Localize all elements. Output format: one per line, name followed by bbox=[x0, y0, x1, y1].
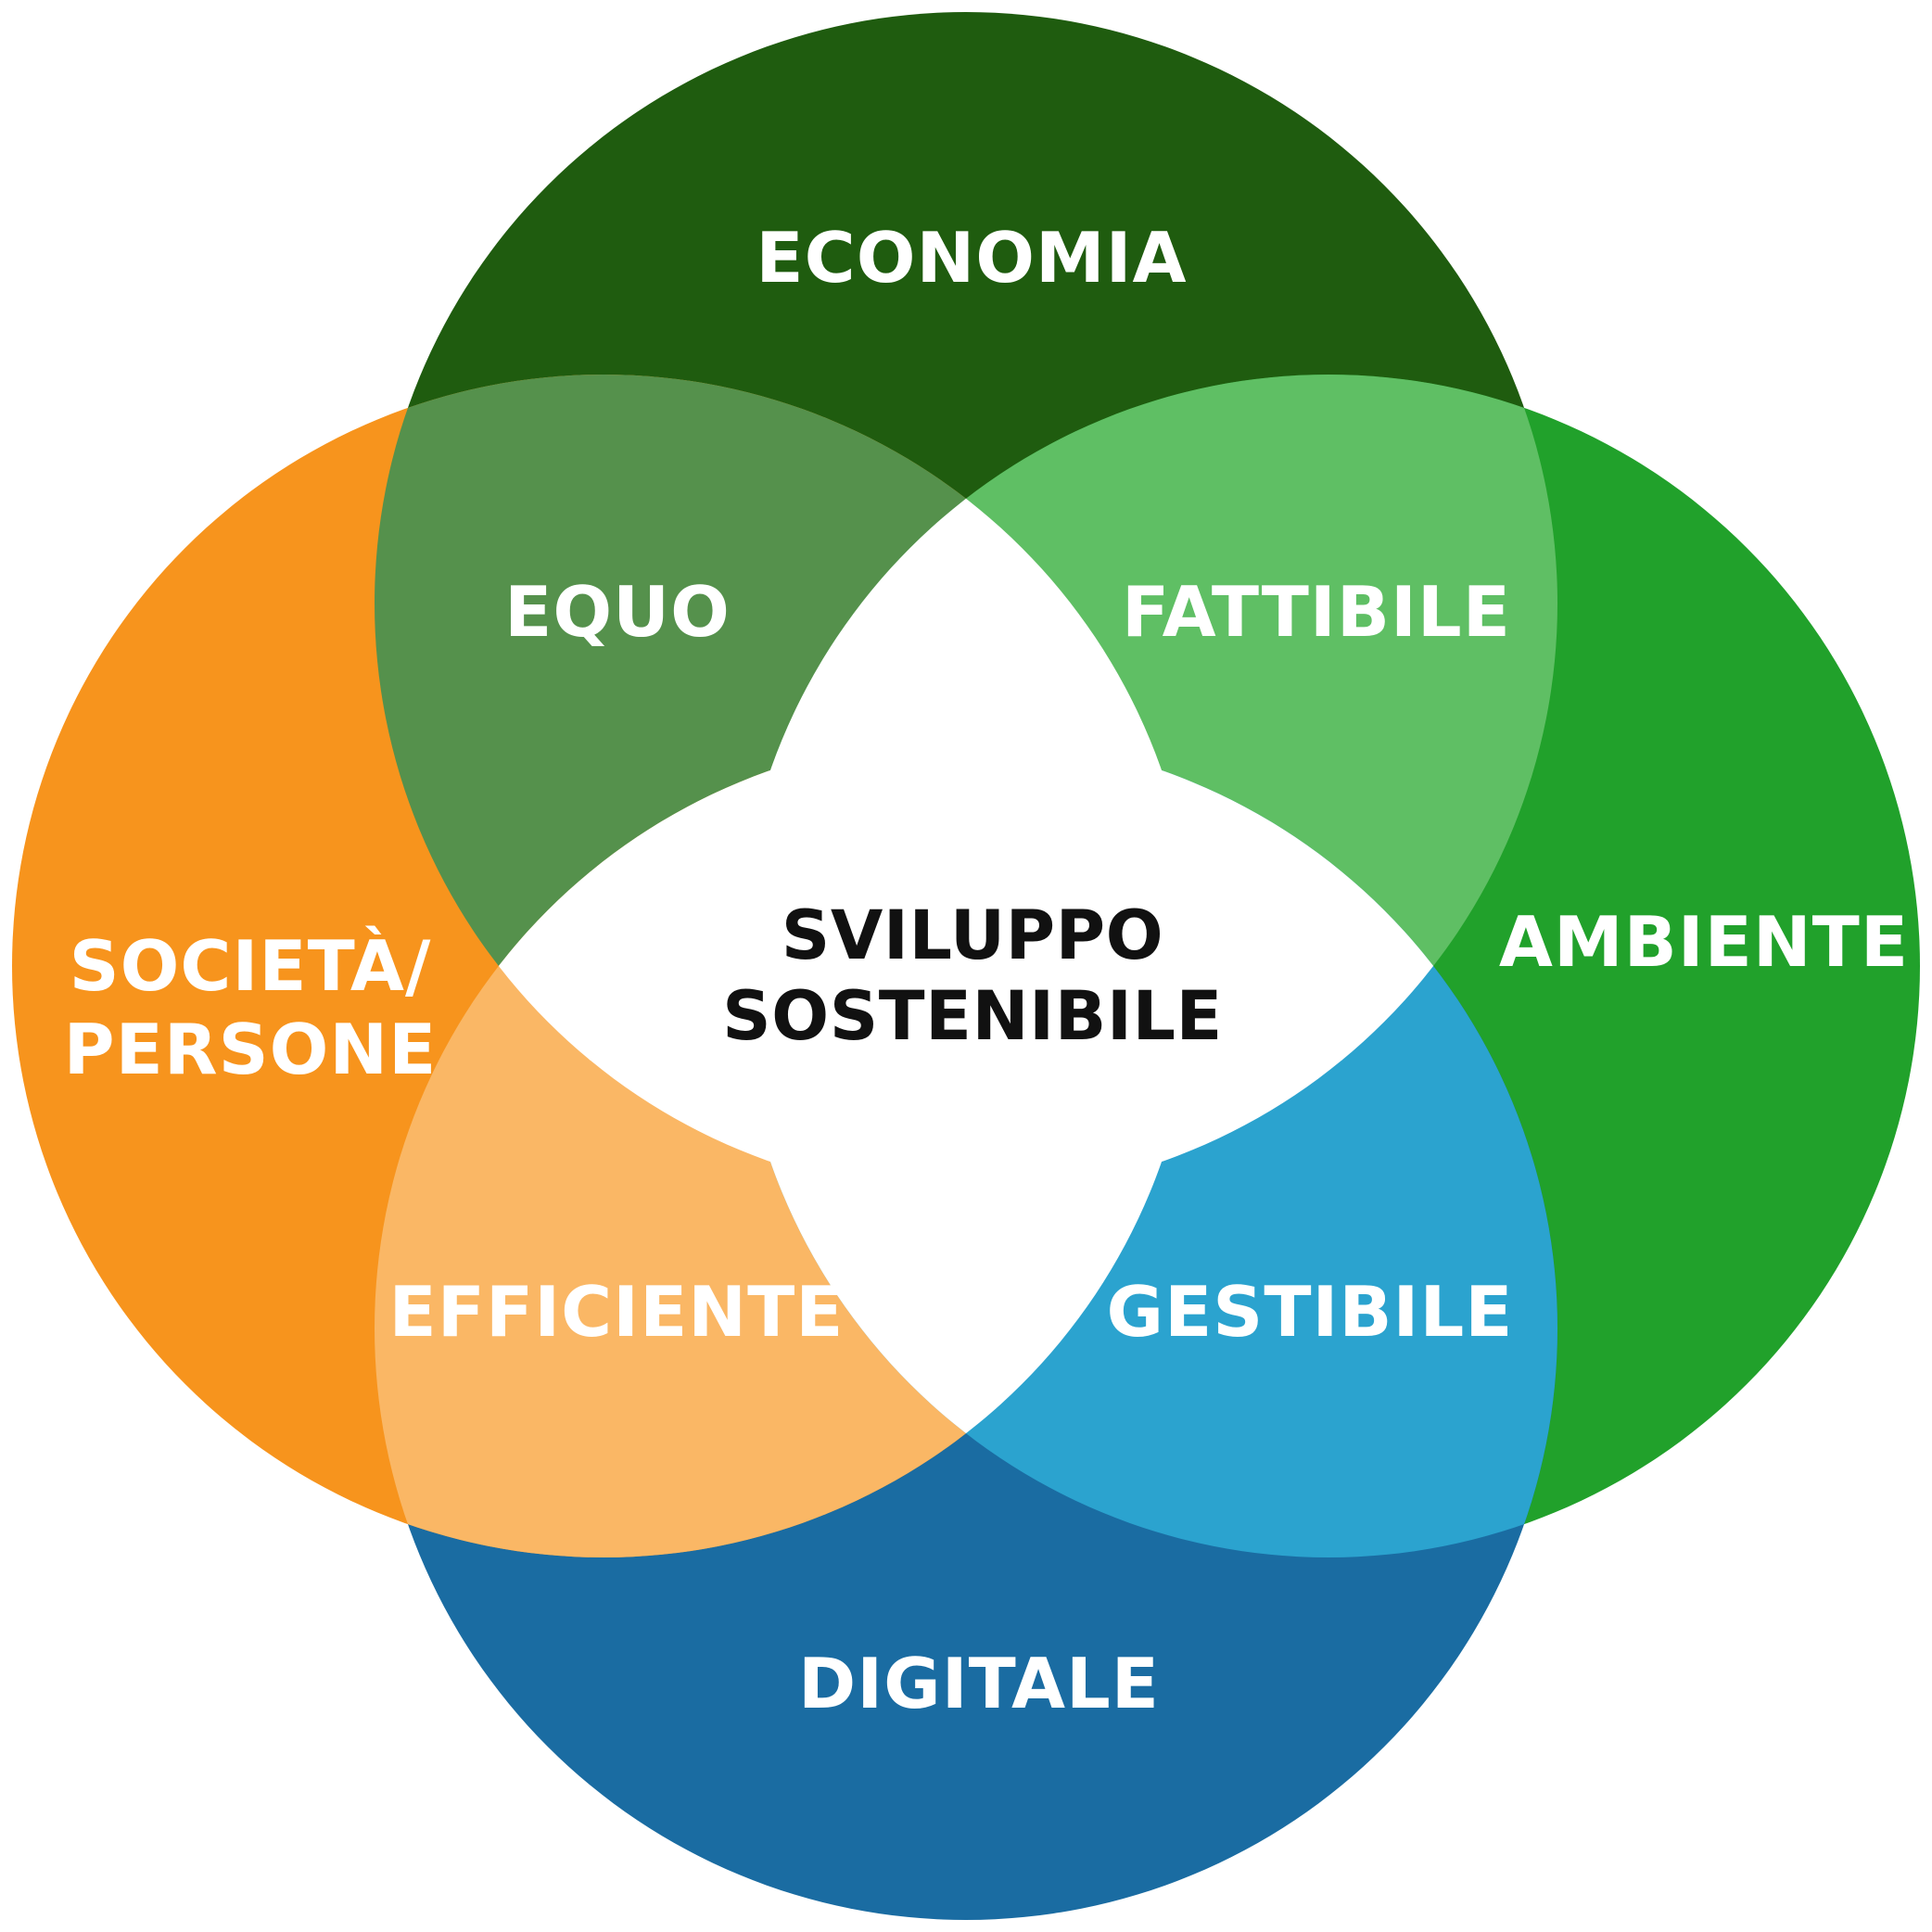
label-digitale: DIGITALE bbox=[798, 1643, 1160, 1724]
label-ambiente: AMBIENTE bbox=[1499, 901, 1909, 983]
label-equo: EQUO bbox=[504, 571, 731, 653]
label-economia: ECONOMIA bbox=[756, 217, 1187, 299]
label-societa-line2: PERSONE bbox=[64, 1009, 438, 1090]
label-gestibile: GESTIBILE bbox=[1107, 1271, 1514, 1353]
center-title-line1: SVILUPPO bbox=[782, 896, 1164, 975]
label-efficiente: EFFICIENTE bbox=[389, 1271, 845, 1353]
label-societa-line1: SOCIETÀ/ bbox=[70, 925, 432, 1007]
center-white-horizontal-lens bbox=[737, 375, 1195, 1557]
label-fattibile: FATTIBILE bbox=[1122, 571, 1511, 653]
center-title-line2: SOSTENIBILE bbox=[722, 977, 1223, 1056]
center-white-vertical-lens bbox=[375, 737, 1557, 1195]
